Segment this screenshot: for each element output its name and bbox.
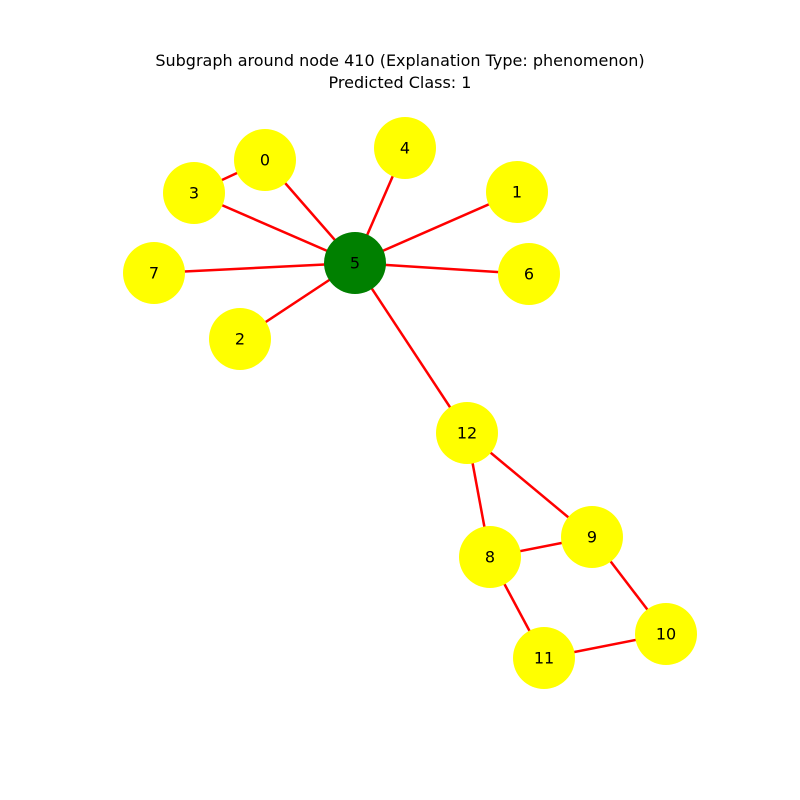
node-label-5: 5 [350,254,360,273]
node-circle-8 [459,526,521,588]
node-circle-0 [234,129,296,191]
node-circle-6 [498,243,560,305]
node-label-11: 11 [534,649,554,668]
node-7: 7 [123,242,185,304]
chart-title: Subgraph around node 410 (Explanation Ty… [155,51,645,70]
node-circle-4 [374,117,436,179]
node-circle-7 [123,242,185,304]
node-6: 6 [498,243,560,305]
node-label-1: 1 [512,183,522,202]
node-circle-12 [436,402,498,464]
node-0: 0 [234,129,296,191]
node-circle-2 [209,308,271,370]
node-12: 12 [436,402,498,464]
node-circle-1 [486,161,548,223]
chart-subtitle: Predicted Class: 1 [328,73,472,92]
edges-layer [153,147,667,660]
node-label-6: 6 [524,265,534,284]
node-4: 4 [374,117,436,179]
node-label-3: 3 [189,184,199,203]
node-label-0: 0 [260,151,270,170]
node-11: 11 [513,627,575,689]
node-label-12: 12 [457,424,477,443]
node-circle-11 [513,627,575,689]
node-label-7: 7 [149,264,159,283]
edge-5-12 [353,262,469,434]
node-label-10: 10 [656,625,676,644]
node-3: 3 [163,162,225,224]
node-circle-5 [324,232,386,294]
node-circle-10 [635,603,697,665]
edge-5-7 [153,261,356,275]
node-label-4: 4 [400,139,410,158]
node-2: 2 [209,308,271,370]
node-10: 10 [635,603,697,665]
node-5: 5 [324,232,386,294]
node-circle-3 [163,162,225,224]
node-1: 1 [486,161,548,223]
node-circle-9 [561,506,623,568]
node-label-8: 8 [485,548,495,567]
node-label-2: 2 [235,330,245,349]
node-label-9: 9 [587,528,597,547]
node-9: 9 [561,506,623,568]
node-8: 8 [459,526,521,588]
